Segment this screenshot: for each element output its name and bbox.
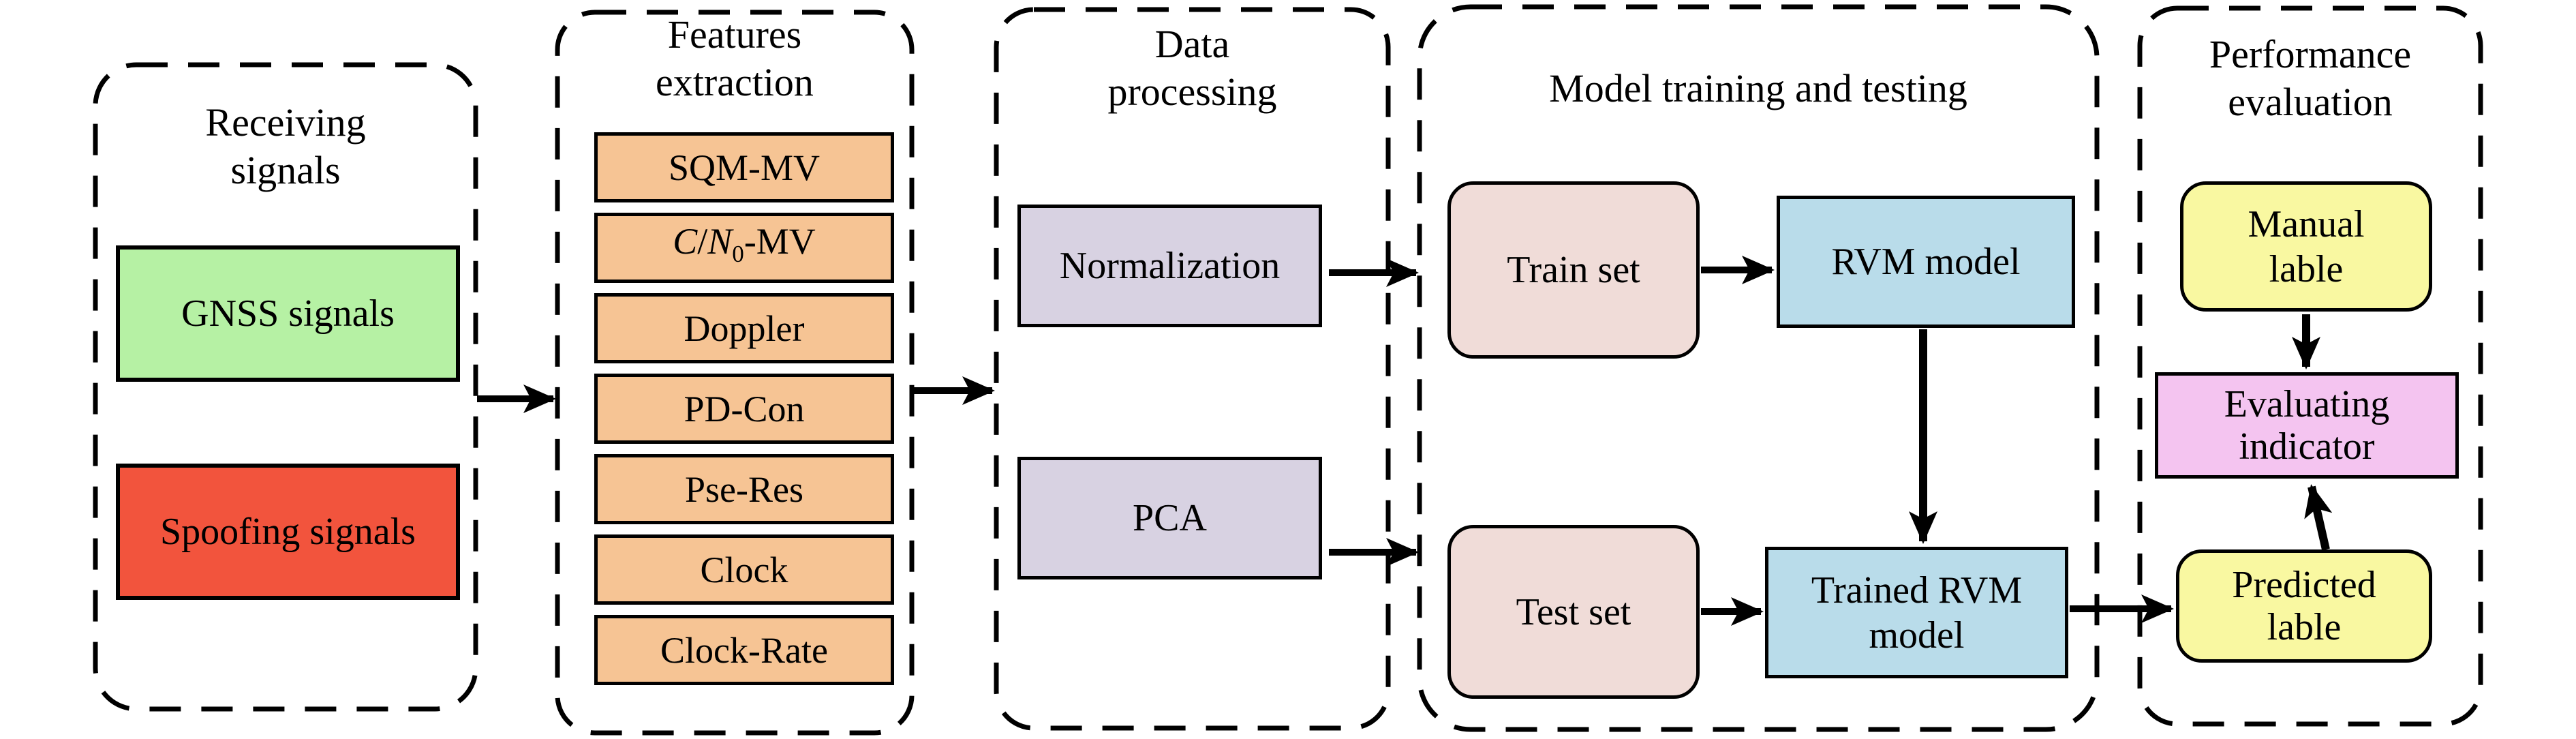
performance-evaluation-section-frame xyxy=(2137,5,2483,727)
trained-rvm-label-line: model xyxy=(1869,614,1965,657)
pca-label: PCA xyxy=(1133,497,1207,539)
normalization-label: Normalization xyxy=(1059,245,1281,287)
test-set-box: Test set xyxy=(1447,525,1700,699)
gnss-signals-label: GNSS signals xyxy=(181,292,395,335)
section-title-model-training: Model training and testing xyxy=(1420,65,2097,112)
train-set-box: Train set xyxy=(1447,181,1700,359)
manual-lable-line: lable xyxy=(2269,247,2344,290)
evaluating-indicator-line: Evaluating xyxy=(2224,383,2390,425)
feature-label: Clock xyxy=(700,549,788,590)
trained-rvm-label-line: Trained RVM xyxy=(1811,569,2023,612)
feature-label: Clock-Rate xyxy=(660,629,828,671)
section-title-line: processing xyxy=(1107,70,1277,114)
feature-box-clock: Clock xyxy=(594,534,894,605)
feature-box-cn0-mv: C/N0-MV xyxy=(594,213,894,283)
feature-label: Doppler xyxy=(684,307,805,349)
manual-lable-line: Manual xyxy=(2248,202,2365,245)
section-title-features-extraction: Features extraction xyxy=(557,11,912,106)
feature-label: SQM-MV xyxy=(668,147,821,188)
spoofing-signals-box: Spoofing signals xyxy=(116,464,460,600)
manual-lable-box: Manual lable xyxy=(2180,181,2432,312)
section-title-line: Receiving xyxy=(205,100,366,145)
section-title-line: Performance xyxy=(2209,32,2412,76)
evaluating-indicator-line: indicator xyxy=(2239,425,2375,468)
feature-box-clock-rate: Clock-Rate xyxy=(594,615,894,685)
arrow-predicted-to-evaluating xyxy=(2304,484,2333,551)
feature-label: PD-Con xyxy=(684,388,805,429)
trained-rvm-model-box: Trained RVM model xyxy=(1765,547,2068,678)
section-title-line: evaluation xyxy=(2228,80,2393,124)
test-set-label: Test set xyxy=(1516,590,1631,633)
predicted-lable-line: Predicted xyxy=(2232,564,2376,606)
pca-box: PCA xyxy=(1017,457,1322,579)
section-title-line: extraction xyxy=(656,60,814,104)
gnss-signals-box: GNSS signals xyxy=(116,245,460,382)
evaluating-indicator-box: Evaluating indicator xyxy=(2155,372,2459,479)
rvm-model-label: RVM model xyxy=(1831,241,2021,283)
section-title-line: Data xyxy=(1154,22,1230,66)
section-title-data-processing: Data processing xyxy=(996,20,1388,116)
section-title-performance-evaluation: Performance evaluation xyxy=(2140,31,2481,126)
section-title-receiving-signals: Receiving signals xyxy=(95,99,476,194)
section-title-line: Model training and testing xyxy=(1549,66,1967,110)
train-set-label: Train set xyxy=(1507,249,1640,291)
receiving-signals-section-frame xyxy=(93,62,478,712)
feature-box-pd-con: PD-Con xyxy=(594,374,894,444)
normalization-box: Normalization xyxy=(1017,205,1322,327)
predicted-lable-line: lable xyxy=(2267,606,2342,648)
feature-label: C/N0-MV xyxy=(673,221,816,267)
feature-label: Pse-Res xyxy=(685,468,803,510)
spoofing-signals-label: Spoofing signals xyxy=(160,511,416,553)
feature-box-sqm-mv: SQM-MV xyxy=(594,132,894,202)
data-processing-section-frame xyxy=(994,7,1391,731)
predicted-lable-box: Predicted lable xyxy=(2176,549,2432,663)
feature-box-pse-res: Pse-Res xyxy=(594,454,894,524)
model-training-section-frame xyxy=(1417,4,2100,732)
rvm-model-box: RVM model xyxy=(1777,196,2075,328)
section-title-line: Features xyxy=(667,12,802,57)
section-title-line: signals xyxy=(230,148,341,192)
feature-box-doppler: Doppler xyxy=(594,293,894,363)
